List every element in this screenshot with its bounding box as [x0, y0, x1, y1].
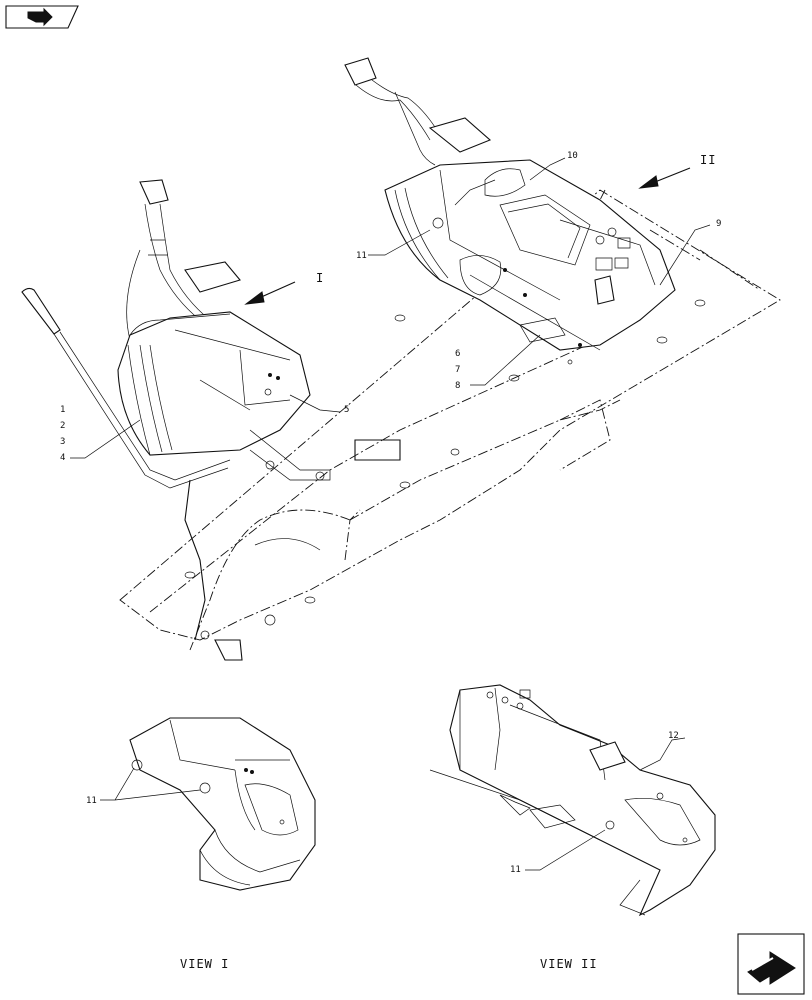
right-console-assembly [344, 57, 676, 365]
left-console-assembly [21, 179, 331, 641]
view-ii-arrow: II [638, 153, 716, 189]
callout-11: 11 [356, 251, 367, 261]
view-i-label: VIEW I [180, 957, 229, 971]
view-i-arrow: I [244, 271, 324, 305]
callout-2: 2 [60, 421, 65, 431]
callout-11-view-ii: 11 [510, 865, 521, 875]
view-i-detail [100, 717, 316, 891]
marker-view-ii: II [700, 153, 716, 167]
callout-6: 6 [455, 349, 460, 359]
leader-lines [70, 157, 711, 459]
callout-11-view-i: 11 [86, 796, 97, 806]
callout-10: 10 [567, 151, 578, 161]
back-arrow-icon[interactable] [5, 5, 79, 29]
callout-4: 4 [60, 453, 65, 463]
next-page-arrow-icon[interactable] [737, 933, 805, 995]
marker-view-i: I [316, 271, 324, 285]
callout-12: 12 [668, 731, 679, 741]
callout-1: 1 [60, 405, 65, 415]
callout-8: 8 [455, 381, 460, 391]
view-ii-detail [429, 684, 716, 917]
floor-plate [119, 189, 781, 661]
view-ii-label: VIEW II [540, 957, 598, 971]
callout-7: 7 [455, 365, 460, 375]
callout-9: 9 [716, 219, 721, 229]
callout-5: 5 [344, 405, 349, 415]
callout-3: 3 [60, 437, 65, 447]
